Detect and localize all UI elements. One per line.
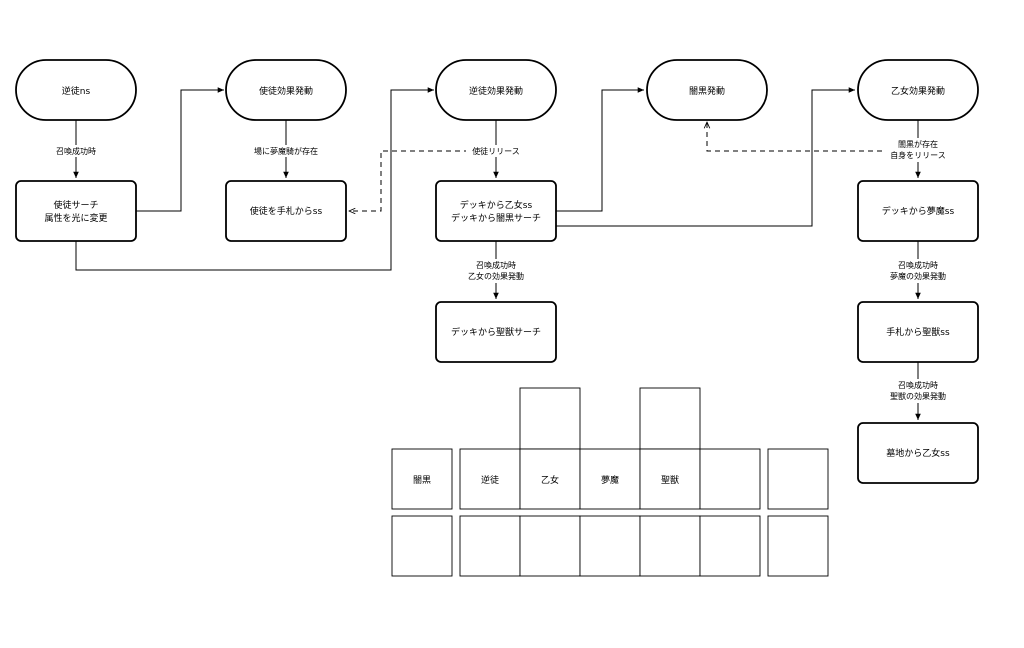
- edge-label-e7-line2: 聖獣の効果発動: [890, 391, 946, 401]
- board-right-bottom-zone: [767, 515, 829, 577]
- edge-label-summon: 召喚成功時: [56, 146, 96, 156]
- node-reverse-effect: [435, 59, 557, 121]
- node-apostle-search-line2: 属性を光に変更: [44, 212, 107, 224]
- edge-label-e6-line2: 夢魔の効果発動: [890, 271, 946, 281]
- board-spell-zone-1: [459, 515, 521, 577]
- edge-n2-n3: [136, 87, 224, 212]
- node-hand-beast-ss: [857, 301, 979, 363]
- board-monster-zone-4: [639, 448, 701, 510]
- node-darkness-activate-label: 闇黒発動: [689, 85, 725, 97]
- board-extra-zone-left: [519, 387, 581, 450]
- board-extra-zone-right: [639, 387, 701, 450]
- node-darkness-activate: [646, 59, 768, 121]
- edge-label-e5-line1: 闇黒が存在: [898, 139, 938, 149]
- node-reverse-effect-label: 逆徒効果発動: [469, 85, 523, 97]
- edge-n6-n8: [556, 87, 644, 212]
- board-spell-zone-4: [639, 515, 701, 577]
- node-apostle-ss: [225, 180, 347, 242]
- node-deck-nightmare-ss: [857, 180, 979, 242]
- node-apostle-ss-label: 使徒を手札からss: [250, 205, 323, 217]
- node-maiden-effect: [857, 59, 979, 121]
- board-right-top-zone: [767, 448, 829, 510]
- node-apostle-search-line1: 使徒サーチ: [53, 199, 98, 211]
- node-deck-nightmare-ss-label: デッキから夢魔ss: [882, 205, 955, 217]
- edge-label-e7-line1: 召喚成功時: [898, 380, 938, 390]
- board-grid: 闇黒 逆徒 乙女 夢魔 聖獣: [391, 387, 829, 577]
- edge-label-e5-line2: 自身をリリース: [890, 150, 946, 160]
- board-monster-zone-5: [699, 448, 761, 510]
- node-reverse-ns-label: 逆徒ns: [62, 85, 91, 97]
- node-maiden-effect-label: 乙女効果発動: [891, 85, 945, 97]
- node-deck-maiden-ss-line2: デッキから闇黒サーチ: [451, 212, 541, 224]
- node-deck-beast-search: [435, 301, 557, 363]
- board-field-zone: [391, 448, 453, 510]
- board-left-bottom-zone: [391, 515, 453, 577]
- node-deck-maiden-ss: [435, 180, 557, 242]
- board-monster-zone-3: [579, 448, 641, 510]
- board-monster-zone-2: [519, 448, 581, 510]
- node-apostle-effect-label: 使徒効果発動: [259, 85, 313, 97]
- edge-label-e4-line1: 召喚成功時: [476, 260, 516, 270]
- board-spell-zone-5: [699, 515, 761, 577]
- edge-label-release: 使徒リリース: [472, 146, 520, 156]
- board-spell-zone-3: [579, 515, 641, 577]
- board-zone-2-label: 乙女: [541, 474, 559, 486]
- node-grave-maiden-ss-label: 墓地から乙女ss: [886, 447, 950, 459]
- board-zone-4-label: 聖獣: [661, 474, 679, 486]
- board-spell-zone-2: [519, 515, 581, 577]
- edge-label-e4-line2: 乙女の効果発動: [468, 271, 524, 281]
- edge-label-e6-line1: 召喚成功時: [898, 260, 938, 270]
- node-deck-beast-search-label: デッキから聖獣サーチ: [451, 326, 541, 338]
- board-field-label: 闇黒: [413, 475, 431, 486]
- node-deck-maiden-ss-line1: デッキから乙女ss: [460, 199, 533, 211]
- node-grave-maiden-ss: [857, 422, 979, 484]
- node-reverse-ns: [15, 59, 137, 121]
- node-apostle-effect: [225, 59, 347, 121]
- board-zone-3-label: 夢魔: [601, 474, 619, 486]
- board-zone-1-label: 逆徒: [481, 474, 499, 486]
- node-apostle-search: [15, 180, 137, 242]
- edge-n6-n9: [556, 87, 855, 227]
- edge-label-field-condition: 場に夢魔騎が存在: [254, 146, 318, 156]
- board-monster-zone-1: [459, 448, 521, 510]
- edge-release-n4: [349, 150, 496, 211]
- edge-dark-n8: [707, 122, 918, 152]
- edge-n2-n5: [75, 87, 434, 271]
- node-hand-beast-ss-label: 手札から聖獣ss: [886, 326, 950, 338]
